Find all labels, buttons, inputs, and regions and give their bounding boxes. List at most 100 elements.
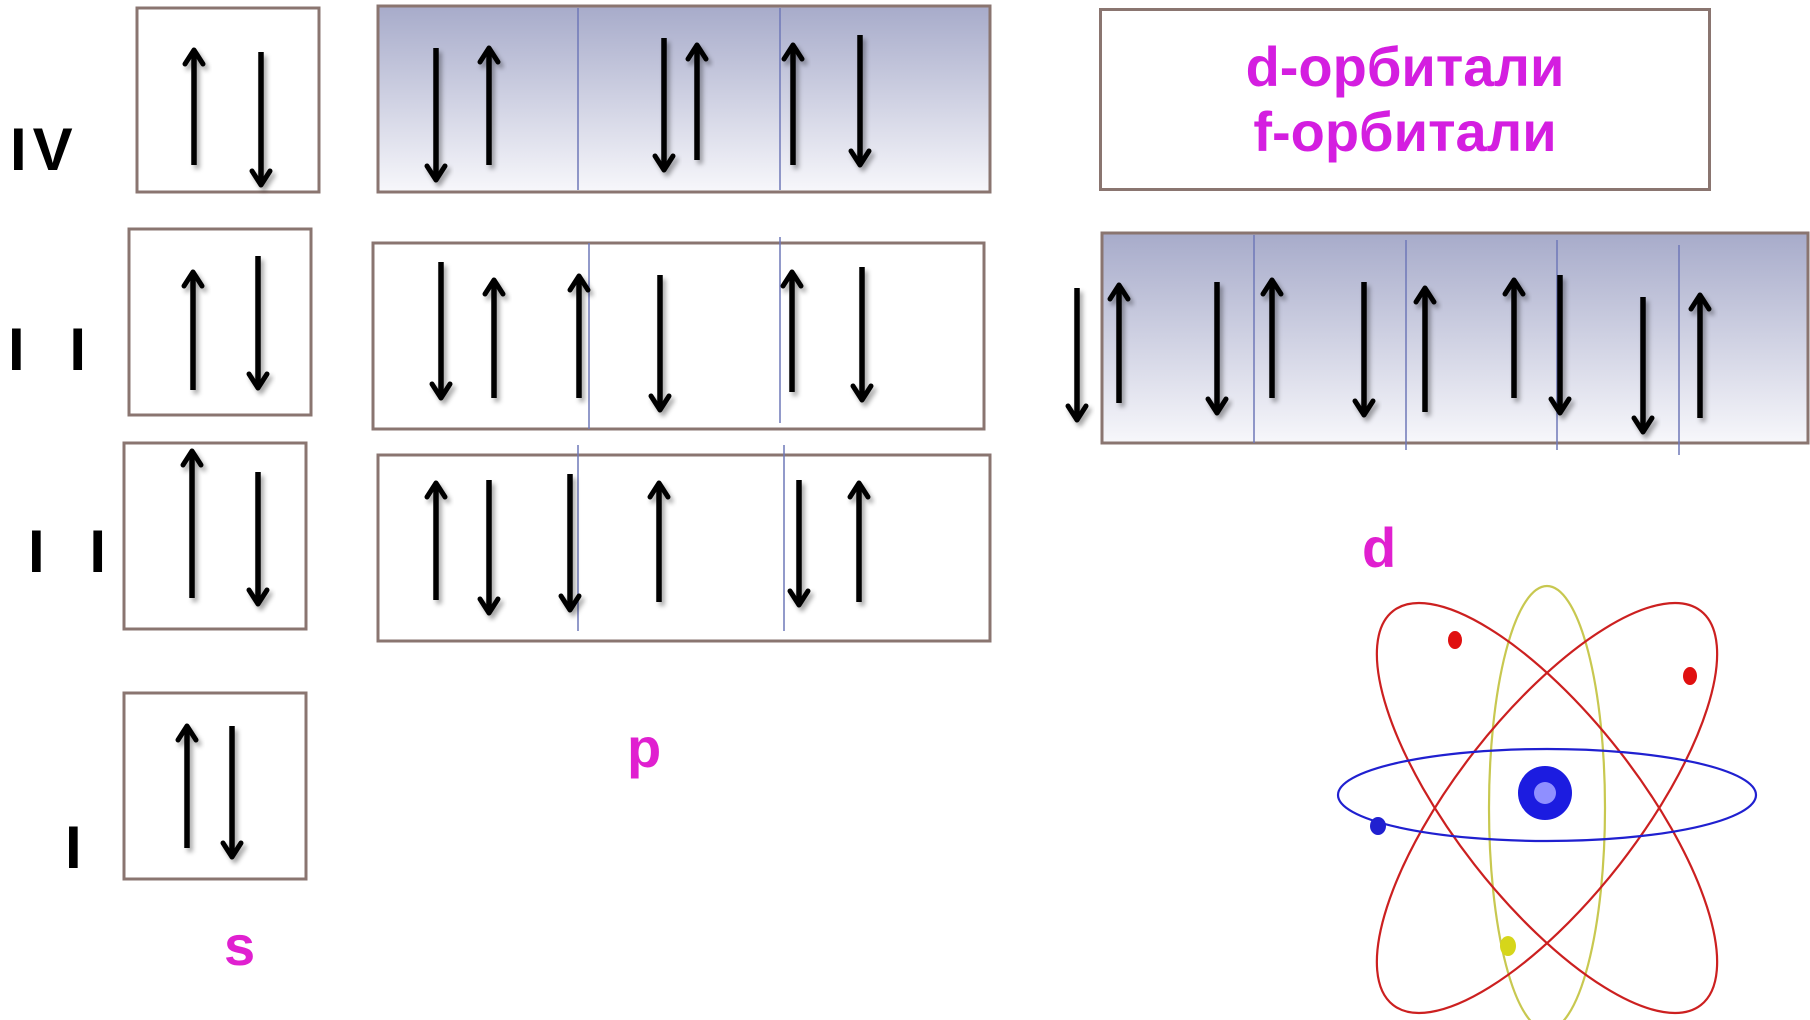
- orbit-yellow: [1487, 584, 1607, 1020]
- arrow-head: [781, 42, 805, 62]
- arrow-head: [685, 42, 709, 62]
- arrow-head: [180, 448, 204, 468]
- arrow-head: [1502, 277, 1526, 297]
- down-arrow-icon: [246, 472, 270, 607]
- sublevel-label-d: d: [1362, 516, 1397, 579]
- up-arrow-icon: [1502, 277, 1526, 398]
- arrow-head: [652, 153, 676, 173]
- up-arrow-icon: [1413, 285, 1437, 412]
- electron-red-2: [1683, 667, 1697, 685]
- arrow-head: [482, 277, 506, 297]
- down-arrow-icon: [652, 38, 676, 173]
- arrow-head: [1631, 415, 1655, 435]
- p-orbital-box-ii: [376, 453, 992, 643]
- nucleus-highlight: [1534, 782, 1556, 804]
- sublevel-label-p: p: [627, 716, 662, 779]
- s-orbital-box-iii: [127, 227, 313, 417]
- down-arrow-icon: [1065, 288, 1089, 423]
- level-label-iii: I I I: [8, 316, 162, 383]
- down-arrow-icon: [648, 275, 672, 413]
- arrow-head: [1352, 398, 1376, 418]
- up-arrow-icon: [477, 45, 501, 165]
- up-arrow-icon: [175, 723, 199, 848]
- down-arrow-icon: [848, 35, 872, 168]
- arrow-head: [647, 480, 671, 500]
- arrow-head: [181, 269, 205, 289]
- level-label-iv: IV: [10, 116, 79, 183]
- atom-icon: [1336, 584, 1758, 1020]
- arrow-head: [780, 269, 804, 289]
- s-orbital-box-iv: [135, 6, 321, 194]
- note-d-orbitals: d-орбитали: [1245, 35, 1565, 99]
- s-orbital-box-ii: [122, 441, 308, 631]
- arrow-head: [848, 148, 872, 168]
- arrow-head: [1260, 277, 1284, 297]
- down-arrow-icon: [477, 480, 501, 616]
- arrow-head: [424, 163, 448, 183]
- up-arrow-icon: [182, 47, 206, 165]
- arrow-head: [1688, 292, 1712, 312]
- note-f-orbitals: f-орбитали: [1253, 99, 1557, 163]
- arrow-head: [429, 381, 453, 401]
- arrow-head: [246, 371, 270, 391]
- down-arrow-icon: [787, 480, 811, 608]
- s-orbital-box-i: [122, 691, 308, 881]
- down-arrow-icon: [249, 52, 273, 188]
- arrow-head: [249, 168, 273, 188]
- up-arrow-icon: [1107, 282, 1131, 403]
- arrow-head: [1548, 396, 1572, 416]
- arrow-head: [850, 383, 874, 403]
- down-arrow-icon: [558, 474, 582, 613]
- arrow-head: [847, 480, 871, 500]
- arrow-head: [1413, 285, 1437, 305]
- electron-yellow: [1500, 936, 1516, 956]
- up-arrow-icon: [647, 480, 671, 602]
- down-arrow-icon: [424, 48, 448, 183]
- up-arrow-icon: [781, 42, 805, 165]
- arrow-head: [477, 596, 501, 616]
- arrow-head: [182, 47, 206, 67]
- level-label-ii: I I: [28, 518, 121, 585]
- up-arrow-icon: [181, 269, 205, 390]
- down-arrow-icon: [246, 256, 270, 391]
- up-arrow-icon: [780, 269, 804, 392]
- p-orbital-box-iii: [371, 241, 986, 431]
- spin-arrows: [175, 35, 1712, 860]
- level-label-i: I: [65, 814, 88, 881]
- down-arrow-icon: [220, 726, 244, 860]
- up-arrow-icon: [1688, 292, 1712, 418]
- orbit-blue: [1336, 747, 1758, 843]
- arrow-head: [558, 593, 582, 613]
- p-orbital-box-iv: [376, 4, 992, 194]
- sublevel-label-s: s: [224, 914, 256, 977]
- arrow-head: [567, 273, 591, 293]
- down-arrow-icon: [1205, 282, 1229, 416]
- arrow-head: [175, 723, 199, 743]
- arrow-head: [220, 840, 244, 860]
- down-arrow-icon: [1352, 282, 1376, 418]
- arrow-head: [1205, 396, 1229, 416]
- up-arrow-icon: [424, 480, 448, 600]
- up-arrow-icon: [685, 42, 709, 160]
- arrow-head: [1065, 403, 1089, 423]
- up-arrow-icon: [567, 273, 591, 398]
- up-arrow-icon: [180, 448, 204, 598]
- up-arrow-icon: [847, 480, 871, 602]
- electron-red-1: [1448, 631, 1462, 649]
- down-arrow-icon: [850, 267, 874, 403]
- up-arrow-icon: [482, 277, 506, 398]
- arrow-head: [1107, 282, 1131, 302]
- up-arrow-icon: [1260, 277, 1284, 398]
- down-arrow-icon: [429, 262, 453, 401]
- arrow-head: [787, 588, 811, 608]
- down-arrow-icon: [1548, 275, 1572, 416]
- arrow-head: [648, 393, 672, 413]
- note-box: d-орбитали f-орбитали: [1099, 8, 1711, 191]
- down-arrow-icon: [1631, 297, 1655, 435]
- arrow-head: [477, 45, 501, 65]
- arrow-head: [246, 587, 270, 607]
- arrow-head: [424, 480, 448, 500]
- electron-blue: [1370, 817, 1386, 835]
